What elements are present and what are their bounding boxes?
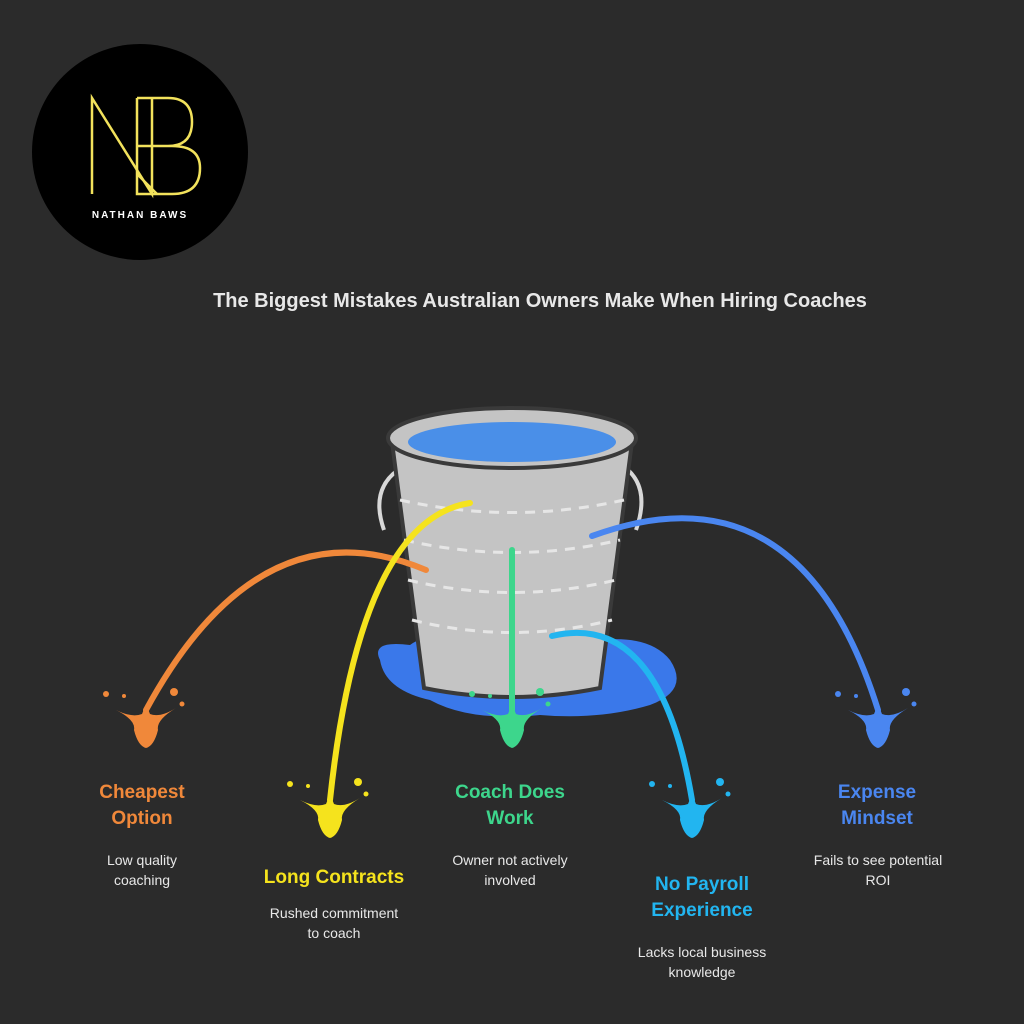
- label-line: Cheapest: [99, 782, 185, 803]
- mistake-label-cheapest-option: Cheapest Option: [60, 780, 224, 832]
- leak-stream-long-contracts: [327, 500, 473, 803]
- desc-line: involved: [484, 872, 536, 888]
- mistake-desc-no-payroll-experience: Lacks local business knowledge: [600, 942, 804, 982]
- logo-name: NATHAN BAWS: [91, 210, 189, 221]
- mistake-desc-expense-mindset: Fails to see potential ROI: [786, 850, 970, 890]
- mistake-label-long-contracts: Long Contracts: [234, 865, 434, 891]
- logo-badge: NATHAN BAWS: [32, 44, 248, 260]
- mistake-desc-long-contracts: Rushed commitment to coach: [234, 903, 434, 943]
- label-line: Experience: [651, 900, 753, 921]
- desc-line: coaching: [113, 872, 171, 888]
- label-line: Long Contracts: [263, 867, 405, 888]
- leak-stream-no-payroll-experience: [549, 629, 695, 803]
- splash-coach-does-work: [469, 688, 551, 748]
- splash-long-contracts: [287, 778, 369, 838]
- nb-monogram-icon: [90, 93, 202, 199]
- leak-stream-expense-mindset: [589, 515, 881, 713]
- label-line: No Payroll: [655, 874, 749, 895]
- splash-expense-mindset: [835, 688, 917, 748]
- splash-cheapest-option: [103, 688, 185, 748]
- page-title: The Biggest Mistakes Australian Owners M…: [213, 290, 867, 312]
- desc-line: ROI: [865, 872, 891, 888]
- label-line: Work: [486, 808, 534, 829]
- label-line: Coach Does: [455, 782, 565, 803]
- mistake-desc-coach-does-work: Owner not actively involved: [420, 850, 600, 890]
- label-line: Expense: [837, 782, 917, 803]
- mistake-label-no-payroll-experience: No Payroll Experience: [612, 872, 792, 924]
- desc-line: Lacks local business: [637, 944, 767, 960]
- desc-line: Low quality: [106, 852, 178, 868]
- desc-line: Rushed commitment: [269, 905, 399, 921]
- splash-no-payroll-experience: [649, 778, 731, 838]
- mistake-desc-cheapest-option: Low quality coaching: [60, 850, 224, 890]
- mistake-label-expense-mindset: Expense Mindset: [790, 780, 964, 832]
- desc-line: Owner not actively: [452, 852, 568, 868]
- leak-stream-cheapest-option: [143, 549, 429, 713]
- desc-line: knowledge: [668, 964, 736, 980]
- label-line: Option: [111, 808, 173, 829]
- mistake-label-coach-does-work: Coach Does Work: [420, 780, 600, 832]
- bucket-water: [408, 422, 616, 462]
- label-line: Mindset: [841, 808, 913, 829]
- desc-line: Fails to see potential: [813, 852, 943, 868]
- desc-line: to coach: [307, 925, 361, 941]
